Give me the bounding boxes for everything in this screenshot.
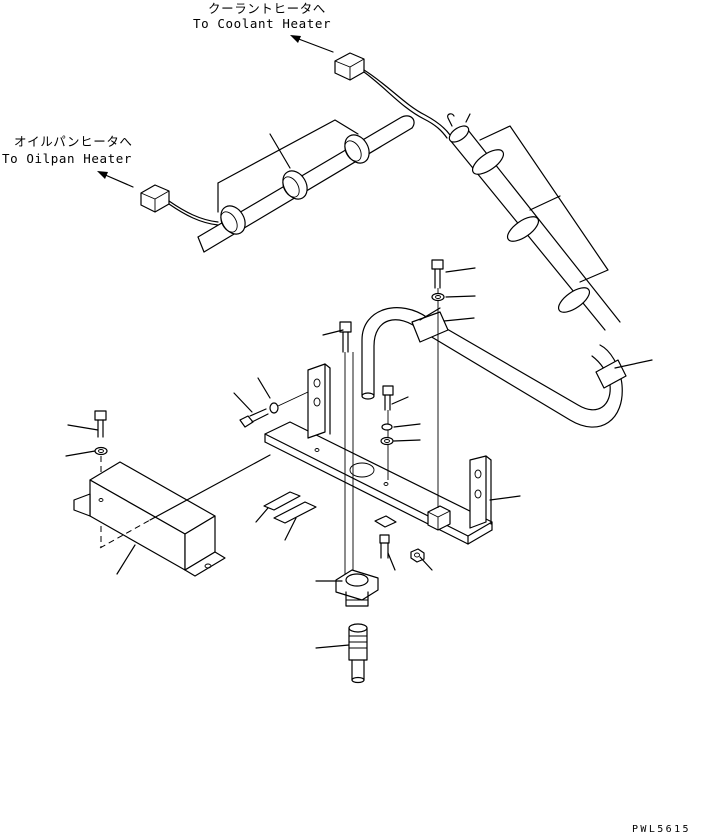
heater-switch xyxy=(335,569,379,607)
bolt-middle xyxy=(382,385,394,480)
oilpan-heater-connector xyxy=(140,184,170,213)
bolt-horizontal xyxy=(239,391,309,428)
coolant-heater-wire xyxy=(363,69,451,139)
oilpan-direction-arrow xyxy=(97,171,134,188)
hose-clip-2 xyxy=(282,170,308,200)
coolant-direction-arrow xyxy=(290,35,334,53)
coolant-heater-connector xyxy=(334,52,365,81)
u-shaped-tube xyxy=(361,307,623,428)
leader-lines xyxy=(65,267,653,649)
coolant-heater-label-en: To Coolant Heater xyxy=(193,16,331,31)
heater-plug xyxy=(348,623,368,684)
washer-top xyxy=(431,292,445,302)
coolant-hose-clip-3 xyxy=(557,287,591,313)
bolt-top xyxy=(431,259,444,508)
lower-nut xyxy=(410,548,425,563)
junction-box xyxy=(73,454,271,577)
warning-decal xyxy=(263,491,317,524)
hose-clip-3 xyxy=(344,134,370,164)
oilpan-heater-wire xyxy=(168,200,219,226)
bolt-upper-left xyxy=(339,321,354,580)
coolant-hose-clip-1 xyxy=(471,149,505,175)
drawing-code: PWL5615 xyxy=(632,824,691,834)
bolt-left xyxy=(94,410,107,438)
coolant-heater-label-jp: クーラントヒータへ xyxy=(208,1,326,16)
washer-middle-2 xyxy=(380,436,394,446)
hose-clip-1 xyxy=(220,205,246,235)
tube-clamp xyxy=(411,307,449,343)
lower-bolt xyxy=(379,534,390,559)
oilpan-heater-label-en: To Oilpan Heater xyxy=(2,151,132,166)
oilpan-heater-label-jp: オイルパンヒータへ xyxy=(14,134,133,149)
mounting-bracket xyxy=(264,363,493,545)
coolant-hose-clip-2 xyxy=(506,216,540,242)
washer-middle-1 xyxy=(381,423,393,431)
